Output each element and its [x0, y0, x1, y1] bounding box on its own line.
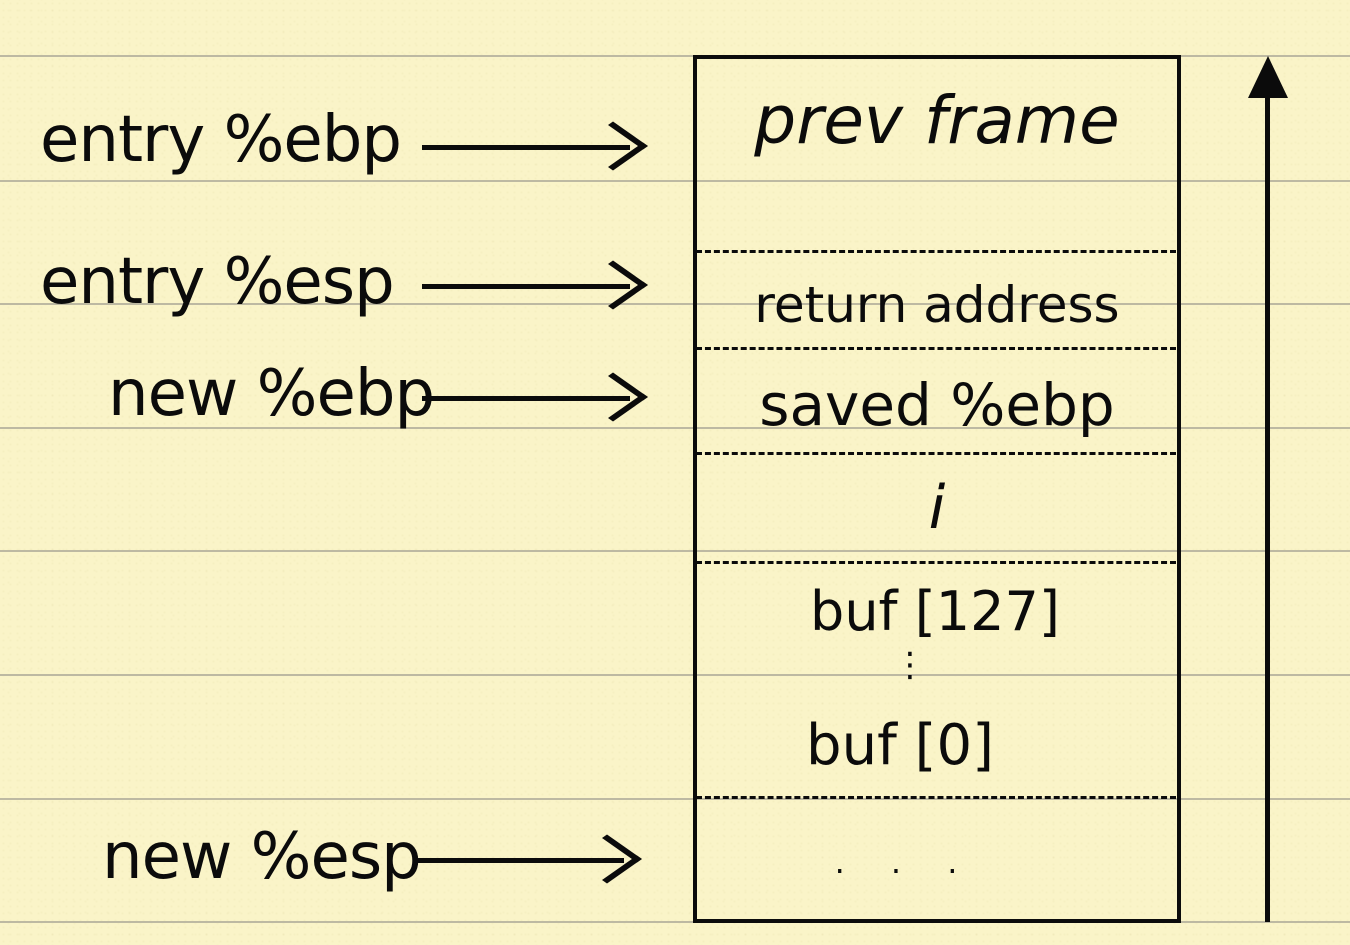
- label-new-esp: new %esp: [102, 820, 422, 894]
- cell-buf-ellipsis: ⋮: [893, 645, 927, 685]
- ruled-line: [0, 55, 1350, 57]
- ruled-line: [0, 674, 1350, 676]
- cell-buf-0: buf [0]: [806, 713, 994, 778]
- cell-more-below: . . .: [834, 843, 976, 881]
- ruled-line: [0, 921, 1350, 923]
- ruled-line: [0, 427, 1350, 429]
- cell-return-address: return address: [754, 276, 1120, 334]
- right-arrow-icon: [416, 858, 624, 863]
- cell-divider: [696, 452, 1176, 455]
- stack-frame-box: [693, 55, 1181, 923]
- ruled-line: [0, 180, 1350, 182]
- label-entry-esp: entry %esp: [40, 245, 395, 319]
- label-new-ebp: new %ebp: [108, 357, 435, 431]
- cell-saved-ebp: saved %ebp: [759, 371, 1115, 439]
- ruled-line: [0, 550, 1350, 552]
- label-entry-ebp: entry %ebp: [40, 103, 402, 177]
- right-arrow-icon: [422, 396, 630, 401]
- right-arrow-icon: [422, 284, 630, 289]
- ruled-line: [0, 798, 1350, 800]
- up-arrow-icon: [1265, 92, 1270, 922]
- cell-divider: [696, 796, 1176, 799]
- cell-divider: [696, 250, 1176, 253]
- up-arrow-head-icon: [1248, 56, 1288, 98]
- ruled-line: [0, 303, 1350, 305]
- cell-divider: [696, 561, 1176, 564]
- cell-i: i: [928, 473, 946, 543]
- cell-prev-frame: prev frame: [754, 82, 1120, 159]
- cell-buf-127: buf [127]: [810, 580, 1060, 643]
- right-arrow-icon: [422, 145, 630, 150]
- cell-divider: [696, 347, 1176, 350]
